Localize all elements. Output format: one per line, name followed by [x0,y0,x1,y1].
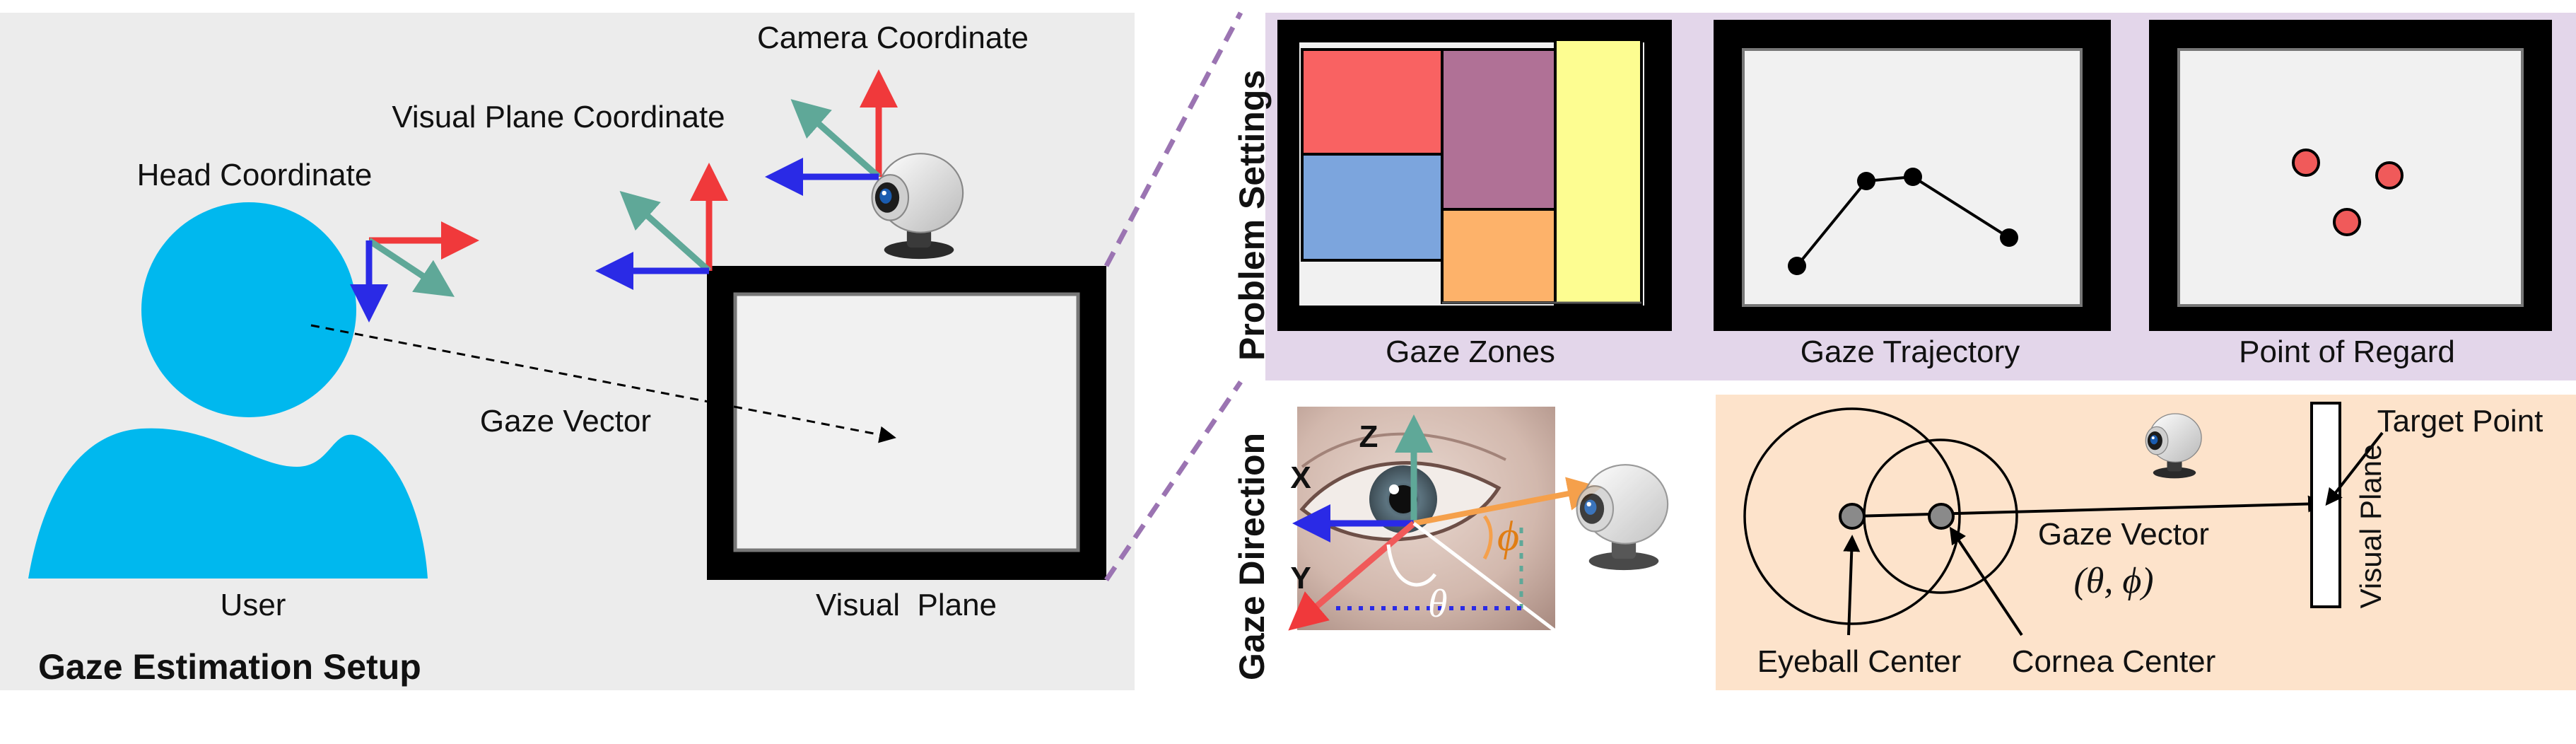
setup-title: Gaze Estimation Setup [38,647,421,687]
cornea-center-arrow [1949,526,2023,637]
eyeball-center-arrow [1843,535,1861,636]
gaze-trajectory-caption: Gaze Trajectory [1801,335,2020,369]
camera-coordinate-axes [765,69,898,196]
axis-y-label: Y [1290,561,1311,595]
gaze-vector-label: Gaze Vector [480,404,651,438]
target-point-arrow [2325,431,2384,506]
gaze-vector-arrow [310,324,896,443]
trajectory-point [1857,172,1875,190]
trajectory-line [1796,175,2010,267]
visual-plane-monitor [707,266,1106,580]
axis-x-label: X [1290,460,1311,495]
eyeball-center-point [1839,503,1866,530]
head-coordinate-label: Head Coordinate [137,158,373,192]
gaze-vector-label: Gaze Vector [2038,517,2209,552]
axis-z-label: Z [1359,419,1378,454]
zoom-lines [1103,11,1243,581]
camera-icon [1576,464,1669,571]
visual-plane-bar [2310,402,2341,608]
trajectory-point [2000,228,2018,247]
regard-point [2292,149,2320,177]
problem-settings-section: Problem Settings Gaze Zones Gaze Traject… [1232,13,2576,380]
zone-orange [1441,208,1557,304]
head-coordinate-axes [350,221,479,322]
cornea-center-point [1928,503,1955,530]
point-of-regard-panel [2149,20,2552,331]
user-label: User [221,588,286,622]
target-point-label: Target Point [2377,404,2543,438]
phi-label: ϕ [1497,513,1519,559]
setup-panel: Camera Coordinate Visual Plane Coordinat… [0,13,1135,690]
gaze-direction-label: Gaze Direction [1232,433,1272,680]
gaze-zones-panel [1277,20,1672,331]
gaze-zones-caption: Gaze Zones [1386,335,1555,369]
gaze-direction-axes [1288,414,1602,632]
zone-red [1301,48,1444,156]
visual-plane-label: Visual Plane [816,588,997,622]
problem-settings-label: Problem Settings [1232,70,1272,361]
eye-model-section: Target Point Gaze Vector (θ, ϕ) Visual P… [1716,395,2576,690]
gaze-trajectory-panel [1714,20,2111,331]
eyeball-center-label: Eyeball Center [1757,644,1962,679]
trajectory-point [1904,168,1922,186]
zone-blue [1301,153,1444,262]
eyeball-circle [1743,407,1961,625]
cornea-center-label: Cornea Center [2012,644,2216,679]
gaze-direction-section: Gaze Direction Z X Y ϕ θ [1232,407,1669,680]
angles-label: (θ, ϕ) [2073,561,2153,601]
zone-purple [1441,48,1557,211]
camera-coordinate-label: Camera Coordinate [757,21,1029,55]
visual-plane-coordinate-axes [595,163,728,290]
user-silhouette [28,202,428,579]
point-of-regard-caption: Point of Regard [2239,335,2455,369]
visual-plane-label: Visual Plane [2354,444,2387,609]
regard-point [2375,161,2404,190]
regard-point [2333,208,2361,236]
visual-plane-coordinate-label: Visual Plane Coordinate [392,100,725,134]
zone-yellow [1554,38,1643,306]
trajectory-point [1788,257,1806,275]
theta-label: θ [1428,582,1448,626]
